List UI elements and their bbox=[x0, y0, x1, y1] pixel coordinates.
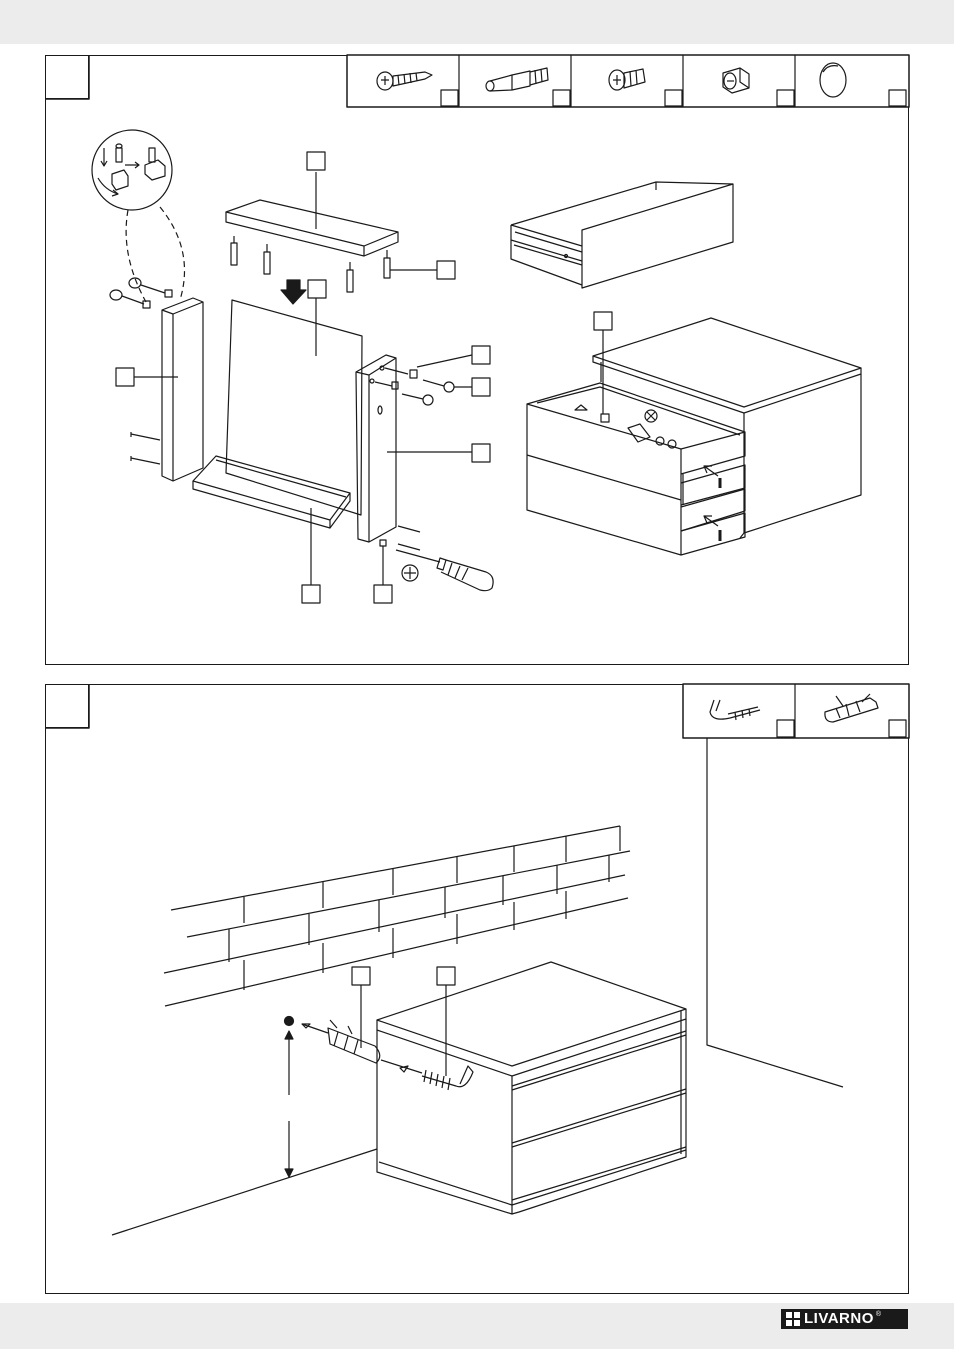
nightstand-closed bbox=[376, 961, 687, 1215]
brick-wall bbox=[163, 825, 631, 1007]
short-screw-icon bbox=[608, 68, 646, 91]
parts-header bbox=[682, 683, 910, 739]
detail-circle bbox=[91, 129, 186, 303]
drawer-box bbox=[510, 181, 734, 289]
callout-boxes bbox=[115, 151, 613, 604]
cam-lock-icon bbox=[722, 67, 750, 94]
right-fittings bbox=[369, 354, 473, 585]
cover-cap-icon bbox=[819, 62, 847, 98]
wall-mount-step-panel bbox=[45, 684, 909, 1294]
livarno-logo: LIVARNO ® bbox=[781, 1309, 908, 1329]
room-corner bbox=[706, 738, 844, 1088]
cam-bolt-dowel-icon bbox=[485, 67, 549, 92]
back-panel bbox=[225, 296, 363, 516]
brand-name: LIVARNO bbox=[804, 1310, 874, 1327]
hook-screw-scene bbox=[380, 985, 474, 1091]
registered-mark: ® bbox=[875, 1311, 882, 1318]
dowels-top bbox=[230, 236, 437, 293]
left-fittings bbox=[109, 277, 173, 465]
nightstand-open bbox=[526, 317, 862, 556]
top-panel bbox=[225, 172, 399, 257]
countersunk-screw-icon bbox=[376, 71, 433, 91]
grid-square-logo-icon bbox=[786, 1312, 800, 1326]
wall-plug-scene bbox=[301, 985, 381, 1064]
parts-header bbox=[346, 54, 910, 108]
callout-boxes bbox=[351, 966, 456, 986]
floor-line bbox=[111, 1148, 378, 1236]
top-gray-band bbox=[0, 0, 954, 44]
bottom-panel bbox=[192, 455, 351, 585]
left-side-panel bbox=[134, 297, 204, 482]
hook-screw-icon bbox=[709, 699, 761, 721]
down-arrow-icon bbox=[280, 279, 307, 305]
height-dimension bbox=[283, 1015, 295, 1178]
wall-plug-icon bbox=[824, 693, 879, 723]
right-side-panel bbox=[355, 354, 472, 543]
screwdriver-icon bbox=[395, 549, 494, 592]
